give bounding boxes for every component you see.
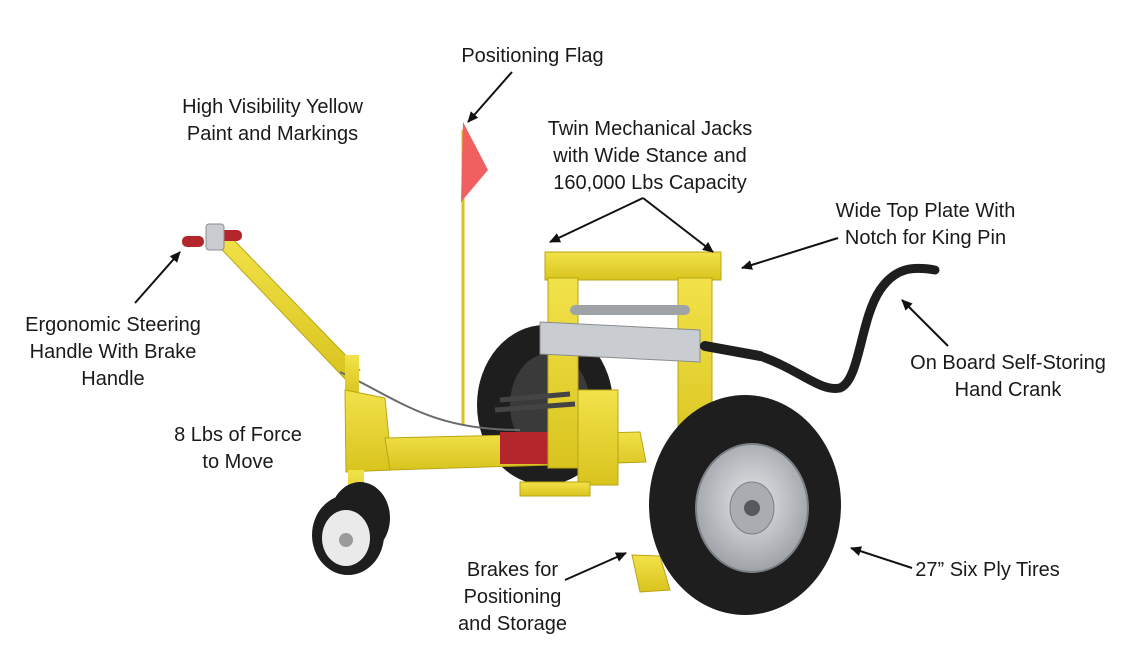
label-yellow-paint: High Visibility Yellow Paint and Marking… (182, 96, 363, 145)
front-tire (649, 395, 841, 615)
jack-frame (494, 251, 722, 497)
label-hand-crank: On Board Self-Storing Hand Crank (910, 352, 1106, 401)
label-top-plate: Wide Top Plate With Notch for King Pin (835, 200, 1016, 249)
positioning-flag (461, 122, 488, 425)
arrow-icon (134, 71, 949, 581)
label-brakes: Brakes for Positioning and Storage (458, 559, 567, 635)
steering-handle (182, 223, 521, 431)
label-steering-handle: Ergonomic Steering Handle With Brake Han… (25, 314, 201, 390)
label-force: 8 Lbs of Force to Move (174, 424, 302, 473)
brake-pedal (631, 554, 671, 593)
hand-crank (700, 263, 940, 393)
label-twin-jacks: Twin Mechanical Jacks with Wide Stance a… (547, 118, 753, 194)
front-caster (312, 355, 393, 575)
label-positioning-flag: Positioning Flag (461, 45, 604, 67)
label-tires: 27” Six Ply Tires (915, 559, 1060, 581)
